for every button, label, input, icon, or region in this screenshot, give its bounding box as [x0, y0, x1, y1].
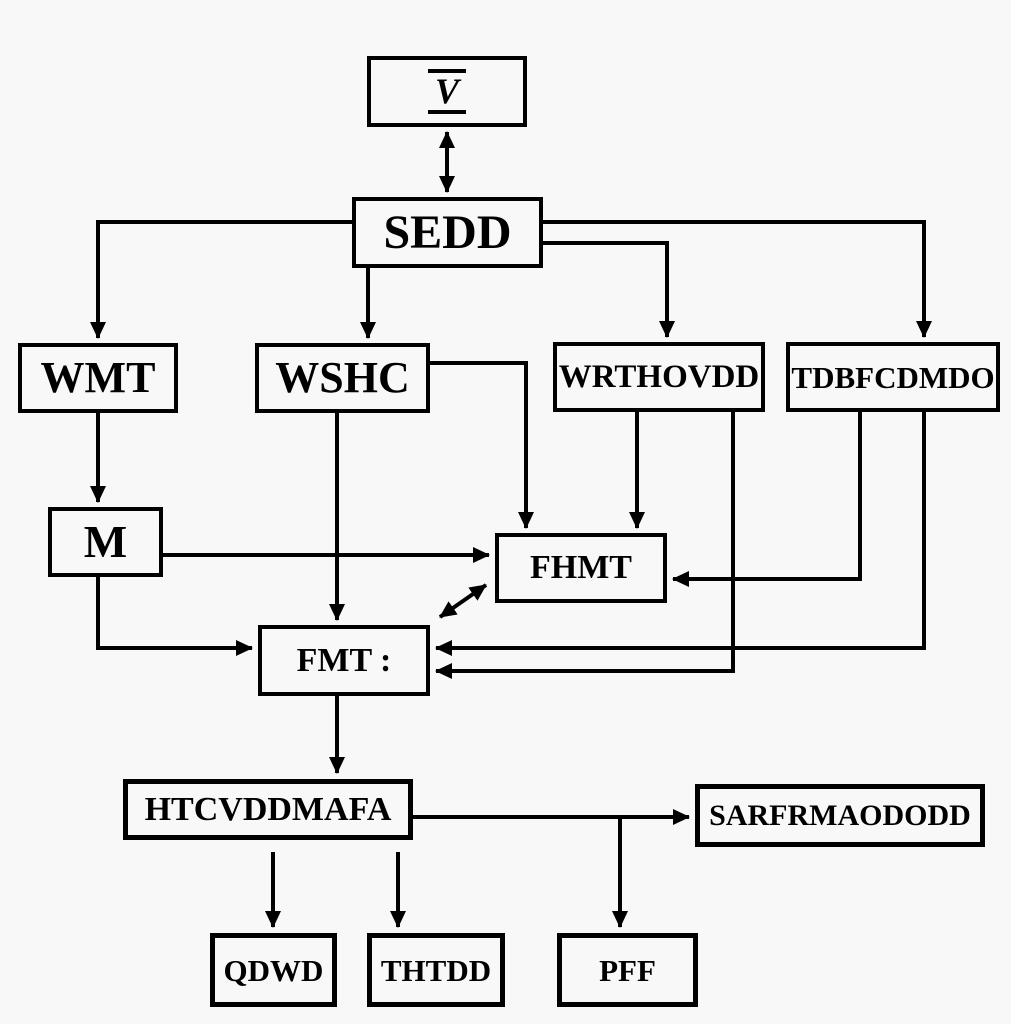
node-m: M: [48, 507, 163, 577]
node-qdwd-label: QDWD: [223, 952, 324, 988]
node-tdbfcdmdo: TDBFCDMDO: [786, 342, 1000, 412]
node-tdbfcdmdo-label: TDBFCDMDO: [791, 359, 995, 395]
node-fmt-label: FMT :: [296, 641, 392, 679]
node-wshc-label: WSHC: [275, 353, 410, 402]
edge-wshc-to-fhmt: [430, 361, 534, 529]
node-vbar-label: V: [427, 68, 466, 115]
edge-tdbfcdmdo-to-fmt: [435, 412, 926, 656]
edge-sedd-to-wmt: [90, 220, 352, 339]
edge-sedd-to-wrthovdd: [543, 241, 675, 338]
node-thtdd: THTDD: [367, 933, 505, 1007]
node-fhmt: FHMT: [495, 533, 667, 603]
node-sedd: SEDD: [352, 197, 543, 268]
edge-wrthovdd-to-fmt: [435, 412, 735, 679]
node-m-label: M: [83, 516, 128, 567]
node-fhmt-label: FHMT: [530, 549, 632, 586]
node-sarfrmaododd-label: SARFRMAODODD: [709, 798, 971, 832]
node-pff-label: PFF: [599, 952, 656, 988]
node-thtdd-label: THTDD: [380, 952, 492, 988]
node-htcvddmafa-label: HTCVDDMAFA: [144, 790, 392, 828]
node-wshc: WSHC: [255, 343, 430, 413]
node-sedd-label: SEDD: [383, 205, 512, 259]
node-wmt: WMT: [18, 343, 178, 413]
node-sarfrmaododd: SARFRMAODODD: [695, 784, 985, 847]
node-vbar: V: [367, 56, 527, 127]
node-wmt-label: WMT: [40, 353, 156, 402]
node-pff: PFF: [557, 933, 698, 1007]
node-htcvddmafa: HTCVDDMAFA: [123, 779, 413, 840]
edge-tdbfcdmdo-to-fhmt: [672, 412, 862, 587]
node-qdwd: QDWD: [210, 933, 337, 1007]
edge-m-to-fmt: [96, 577, 253, 656]
edge-fhmt-fmt-doublearrow: [438, 583, 488, 619]
edge-sedd-to-tdbfcdmdo: [543, 220, 932, 338]
node-wrthovdd-label: WRTHOVDD: [558, 358, 760, 395]
node-fmt: FMT :: [258, 625, 430, 696]
node-wrthovdd: WRTHOVDD: [553, 342, 765, 412]
